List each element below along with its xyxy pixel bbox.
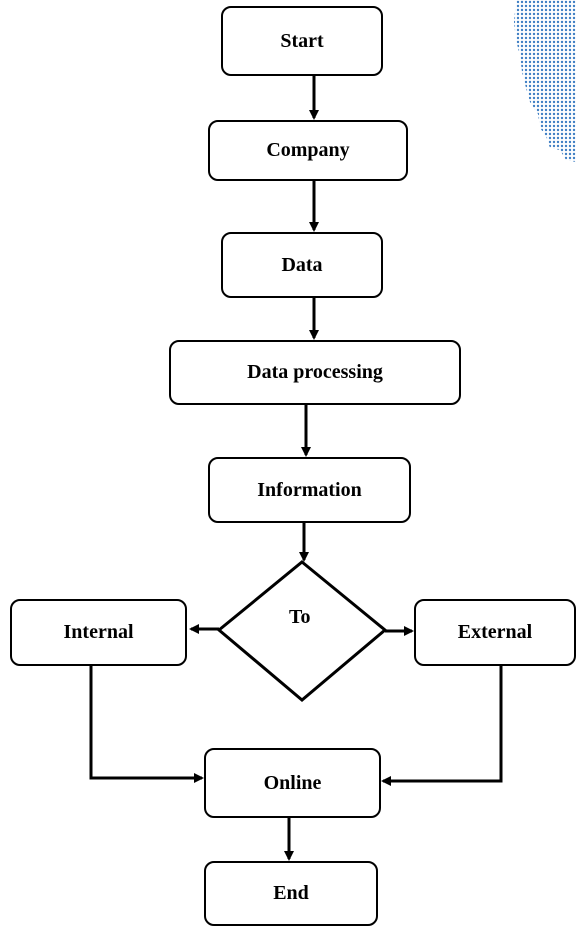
start-node: Start xyxy=(221,6,383,76)
information-node: Information xyxy=(208,457,411,523)
internal-node: Internal xyxy=(10,599,187,666)
decision-label: To xyxy=(289,606,311,628)
data-processing-node: Data processing xyxy=(169,340,461,405)
end-node: End xyxy=(204,861,378,926)
arrow-internal-to-online xyxy=(89,666,204,783)
dotted-map-decoration xyxy=(514,0,576,162)
online-node: Online xyxy=(204,748,381,818)
external-node: External xyxy=(414,599,576,666)
arrow-external-to-online xyxy=(381,666,503,786)
decision-diamond xyxy=(216,560,388,702)
data-node: Data xyxy=(221,232,383,298)
company-node: Company xyxy=(208,120,408,181)
